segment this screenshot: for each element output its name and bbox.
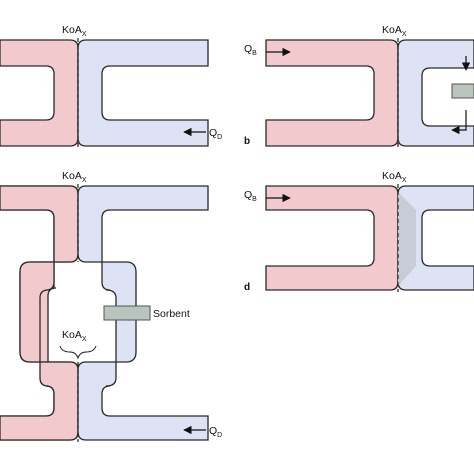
panel-c: Sorbent KoAX KoAX QD (0, 170, 222, 442)
panel-d-qb-label: QB (244, 189, 257, 203)
panel-a-blood-channel (0, 39, 79, 147)
panel-c-koa-bottom-label: KoAX (62, 329, 87, 343)
panel-c-sorbent-label: Sorbent (153, 308, 190, 320)
panel-b-sorbent-cartridge (451, 83, 474, 99)
panel-d-blood-channel (265, 185, 399, 291)
panel-b-qb-label: QB (244, 43, 257, 57)
panel-a-qd-label: QD (209, 127, 222, 141)
panel-b-flow-arrow-bottom (451, 110, 467, 135)
panel-d-dialysate-channel (397, 185, 474, 291)
panel-d-letter: d (244, 282, 250, 293)
panel-b-koa-label: KoAX (382, 24, 407, 38)
panel-b-dialysate-channel (397, 39, 474, 147)
panel-b-letter: b (244, 136, 250, 147)
panel-d: KoAX QB d (244, 170, 474, 293)
panel-b-blood-channel (265, 39, 399, 147)
panel-c-koa-top-label: KoAX (62, 170, 87, 184)
panel-a-dialysate-channel (77, 39, 209, 147)
panel-c-sorbent-cartridge (103, 305, 151, 321)
panel-c-qd-label: QD (209, 425, 222, 439)
panel-d-graded-membrane (398, 192, 416, 286)
panel-c-koa-brace (59, 345, 97, 360)
panel-a: KoAX QD (0, 24, 222, 148)
panel-c-dialysate-channel (77, 185, 209, 441)
panel-d-koa-label: KoAX (382, 170, 407, 184)
panel-a-koa-label: KoAX (62, 24, 87, 38)
panel-c-blood-channel-outline (0, 185, 79, 441)
panel-b: KoAX QB b (244, 24, 474, 148)
